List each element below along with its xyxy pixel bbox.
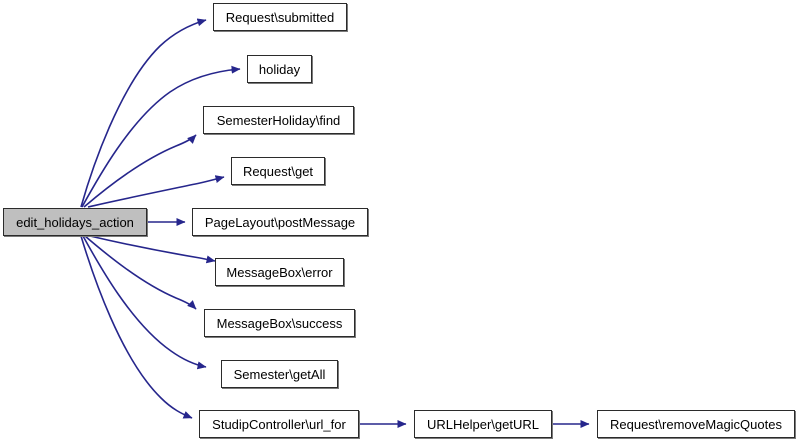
node-label: MessageBox\success — [216, 315, 343, 331]
node-request-removemagicquotes[interactable]: Request\removeMagicQuotes — [597, 410, 795, 438]
edge-root-to-semesterholiday-find — [83, 134, 197, 208]
edge-root-to-studipcontroller-url-for — [80, 235, 193, 419]
node-urlhelper-geturl[interactable]: URLHelper\getURL — [414, 410, 552, 438]
node-studipcontroller-url-for[interactable]: StudipController\url_for — [199, 410, 359, 438]
node-semesterholiday-find[interactable]: SemesterHoliday\find — [203, 106, 354, 134]
node-label: MessageBox\error — [226, 264, 333, 280]
node-semester-getall[interactable]: Semester\getAll — [221, 360, 338, 388]
node-holiday[interactable]: holiday — [247, 55, 312, 83]
node-messagebox-success[interactable]: MessageBox\success — [204, 309, 355, 337]
node-messagebox-error[interactable]: MessageBox\error — [215, 258, 344, 286]
node-label: StudipController\url_for — [212, 416, 346, 432]
node-pagelayout-postmessage[interactable]: PageLayout\postMessage — [192, 208, 368, 236]
node-label: URLHelper\getURL — [427, 416, 539, 432]
node-label: Semester\getAll — [233, 366, 326, 382]
edge-root-to-request-submitted — [80, 18, 207, 208]
node-label: SemesterHoliday\find — [216, 112, 341, 128]
edge-root-to-messagebox-success — [84, 235, 197, 310]
edge-root-to-messagebox-error — [89, 235, 216, 264]
node-label: PageLayout\postMessage — [204, 214, 356, 230]
edge-root-to-semester-getall — [82, 235, 207, 370]
node-request-get[interactable]: Request\get — [231, 157, 325, 185]
edge-root-to-request-get — [87, 175, 225, 208]
node-label: holiday — [258, 61, 301, 77]
node-request-submitted[interactable]: Request\submitted — [213, 3, 347, 31]
node-label: Request\submitted — [225, 9, 335, 25]
node-label: Request\removeMagicQuotes — [610, 416, 782, 432]
node-label: edit_holidays_action — [16, 214, 134, 230]
edge-root-to-holiday — [81, 65, 241, 208]
node-edit-holidays-action[interactable]: edit_holidays_action — [3, 208, 147, 236]
node-label: Request\get — [242, 163, 314, 179]
